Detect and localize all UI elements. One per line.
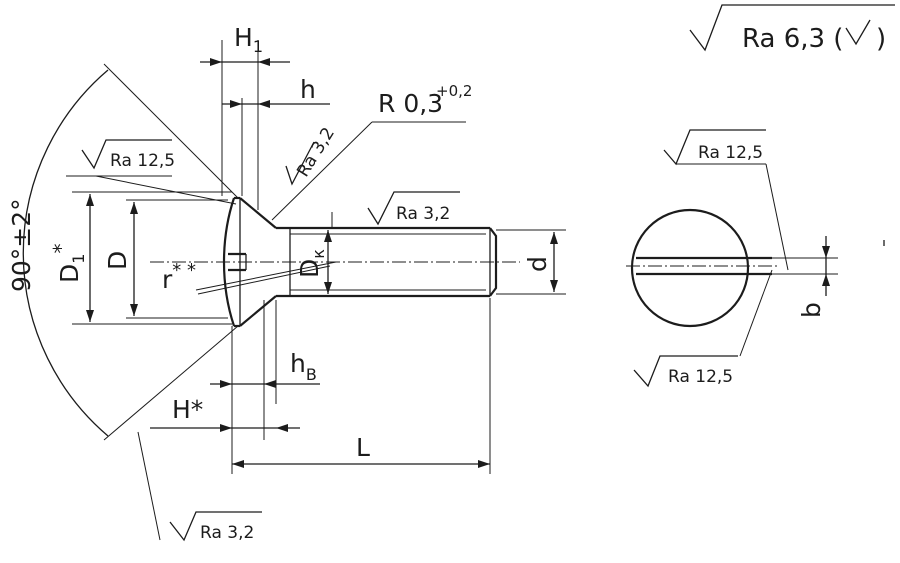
roughness-check-icon xyxy=(689,4,895,52)
roughness-head-fillet-label: Ra 3,2 xyxy=(293,124,339,181)
head-cone-bottom xyxy=(239,295,277,327)
radius-tolerance: +0,2 xyxy=(436,82,472,100)
Dk-label: Dк xyxy=(295,249,328,278)
radius-leader xyxy=(271,121,373,221)
H1-arrows xyxy=(210,58,270,66)
roughness-check-icon xyxy=(285,141,315,186)
head-circle xyxy=(630,208,750,328)
slot-bottom-leader xyxy=(739,269,773,357)
r-leader-line-2 xyxy=(197,265,331,295)
roughness-head-bottom-label: Ra 3,2 xyxy=(200,523,254,543)
screw-side-view xyxy=(150,196,520,328)
angle-dimension: 90°±2° xyxy=(7,63,239,441)
slot-top-leader xyxy=(765,163,789,271)
roughness-slot-bottom-label: Ra 12,5 xyxy=(668,367,733,387)
Dk-dimension: Dк xyxy=(295,230,332,294)
roughness-head-cone: Ra 12,5 xyxy=(66,139,237,205)
roughness-check-icon xyxy=(633,355,738,388)
angle-ext-bottom xyxy=(103,325,239,441)
roughness-shank-label: Ra 3,2 xyxy=(396,204,450,224)
D1-label: D1* xyxy=(49,244,88,283)
head-dome xyxy=(222,197,236,327)
angle-label: 90°±2° xyxy=(7,198,36,292)
lower-head-dimensions: hB H* xyxy=(150,300,320,474)
radius-label: R 0,3 xyxy=(378,89,443,118)
L-label: L xyxy=(356,433,370,462)
radius-callout: R 0,3 +0,2 xyxy=(271,82,472,221)
bottom-leader xyxy=(137,431,161,541)
b-label: b xyxy=(797,302,826,318)
hB-label: hB xyxy=(290,349,317,384)
roughness-head-fillet: Ra 3,2 xyxy=(285,124,339,186)
cone-leader xyxy=(95,175,237,205)
roughness-slot-top-label: Ra 12,5 xyxy=(698,143,763,163)
roughness-check-icon xyxy=(663,129,766,166)
shank-end xyxy=(489,227,498,297)
h-label: h xyxy=(300,75,316,104)
head-end-view: b Ra 12,5 Ra 12,5 xyxy=(626,129,838,388)
roughness-head-cone-label: Ra 12,5 xyxy=(110,151,175,171)
head-cone-top xyxy=(239,197,277,229)
d-arrows xyxy=(550,232,558,292)
roughness-check-icon xyxy=(367,191,460,226)
general-roughness-label: Ra 6,3 ( xyxy=(742,24,843,54)
hB-arrows xyxy=(220,380,276,388)
r-leader: r* * xyxy=(162,260,337,295)
angle-ext-top xyxy=(103,63,239,199)
roughness-shank: Ra 3,2 xyxy=(331,191,460,228)
small-check-icon xyxy=(845,19,871,46)
d-dimension: d xyxy=(496,229,566,295)
d-label: d xyxy=(523,256,552,272)
diameter-dimensions: D1* D xyxy=(49,191,232,325)
D-arrows xyxy=(130,202,138,316)
b-arrows xyxy=(822,246,830,286)
H-label: H* xyxy=(172,395,203,424)
roughness-check-icon xyxy=(169,511,262,542)
roughness-head-bottom: Ra 3,2 xyxy=(137,431,262,543)
H1-label: H1 xyxy=(234,23,263,56)
general-roughness-symbol: Ra 6,3 ( ) xyxy=(689,4,895,54)
D-label: D xyxy=(103,251,132,270)
general-roughness-close: ) xyxy=(876,24,886,54)
h-arrows xyxy=(230,100,270,108)
L-dimension: L xyxy=(232,298,491,474)
roughness-check-icon xyxy=(81,139,172,170)
r-leader-line xyxy=(195,261,337,291)
angle-arc xyxy=(22,69,109,437)
r-label: r* * xyxy=(162,260,196,294)
head-height-dimensions: H1 h xyxy=(200,23,330,210)
